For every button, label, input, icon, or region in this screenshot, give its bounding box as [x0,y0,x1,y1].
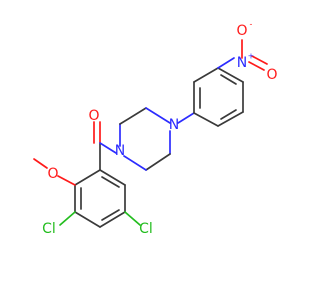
bond-ring1-to-methoxy-o [57,175,76,186]
bond-n2-to-phenyl [177,112,195,124]
bond-nitro-to-right-o-2 [251,55,268,65]
aromatic-ring1-b [101,209,120,221]
nitro-oxygen-right-label: O [266,67,277,83]
bond-methoxy-o-to-methyl [33,158,48,169]
nitro-nitrogen-charge: + [248,52,255,61]
molecule-diagram: O O N N N + O - O Cl Cl [33,20,278,238]
bond-ring2-top-left [193,67,219,83]
bond-ring2-left-bottom [193,112,219,127]
aromatic-ring1-a [101,176,120,188]
atom-label-layer: O O N N N + O - O Cl Cl [42,20,277,238]
bond-pip-lower-right [145,153,171,171]
bond-carbonyl-to-n1 [99,142,117,154]
carbonyl-oxygen-label: O [88,108,99,124]
chlorine-left-label: Cl [42,221,56,237]
bond-layer [33,39,268,228]
bond-pip-to-n2-top [145,107,171,124]
bond-ring2-to-nitro [217,57,235,69]
piperazine-n1-label: N [115,143,125,159]
bond-pip-upper-left [119,107,147,125]
bond-ring1-bottom-left [74,211,101,228]
aromatic-ring2-c [220,74,237,85]
nitro-oxygen-top-label: O [236,23,247,39]
methoxy-oxygen-label: O [47,166,58,182]
bond-pip-to-n1-bottom [123,155,147,171]
bond-ring1-bottom-right [99,211,126,228]
bond-ring2-top-right [217,67,244,83]
chlorine-right-label: Cl [139,221,153,237]
bond-ring1-to-right-cl [124,211,141,226]
bond-ring1-top [74,169,101,186]
bond-ring1-to-left-cl [59,211,76,226]
bond-ring2-bottom [217,111,244,127]
bond-ring1-top-right [99,169,126,186]
nitro-nitrogen-label: N [237,55,247,71]
piperazine-n2-label: N [169,117,179,133]
chemical-structure-canvas: O O N N N + O - O Cl Cl [33,19,278,238]
nitro-oxygen-charge: - [250,20,253,29]
bond-nitro-to-right-o-1 [248,61,265,71]
aromatic-ring2-b [220,109,237,120]
